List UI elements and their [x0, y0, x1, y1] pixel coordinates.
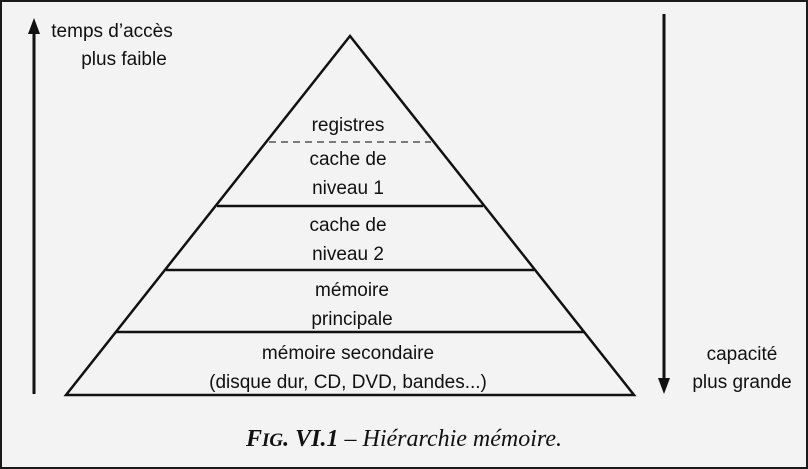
- left-axis-arrow-head: [28, 18, 40, 34]
- right-axis-label-line1: capacité: [707, 344, 778, 365]
- left-axis-label-line1: temps d’accès: [51, 21, 172, 42]
- figure-caption: FIG. VI.1 – Hiérarchie mémoire.: [2, 426, 806, 453]
- right-axis-arrow-head: [658, 378, 670, 394]
- right-axis-label-line2: plus grande: [692, 372, 791, 393]
- pyramid-outline: [63, 33, 637, 397]
- level-memoire-principale-line1: mémoire: [315, 280, 389, 301]
- level-memoire-secondaire-line1: mémoire secondaire: [262, 343, 434, 364]
- level-cache1-label-line1: cache de: [309, 149, 386, 170]
- caption-text: – Hiérarchie mémoire.: [338, 426, 563, 452]
- level-cache2-label-line1: cache de: [309, 215, 386, 236]
- level-memoire-secondaire-line2: (disque dur, CD, DVD, bandes...): [209, 372, 487, 393]
- figure-number: FIG. VI.1: [246, 426, 339, 452]
- level-registres-label: registres: [312, 115, 385, 136]
- level-cache1-label-line2: niveau 1: [312, 178, 384, 199]
- level-memoire-principale-line2: principale: [311, 309, 392, 330]
- level-cache2-label-line2: niveau 2: [312, 244, 384, 265]
- left-axis-label-line2: plus faible: [81, 49, 167, 70]
